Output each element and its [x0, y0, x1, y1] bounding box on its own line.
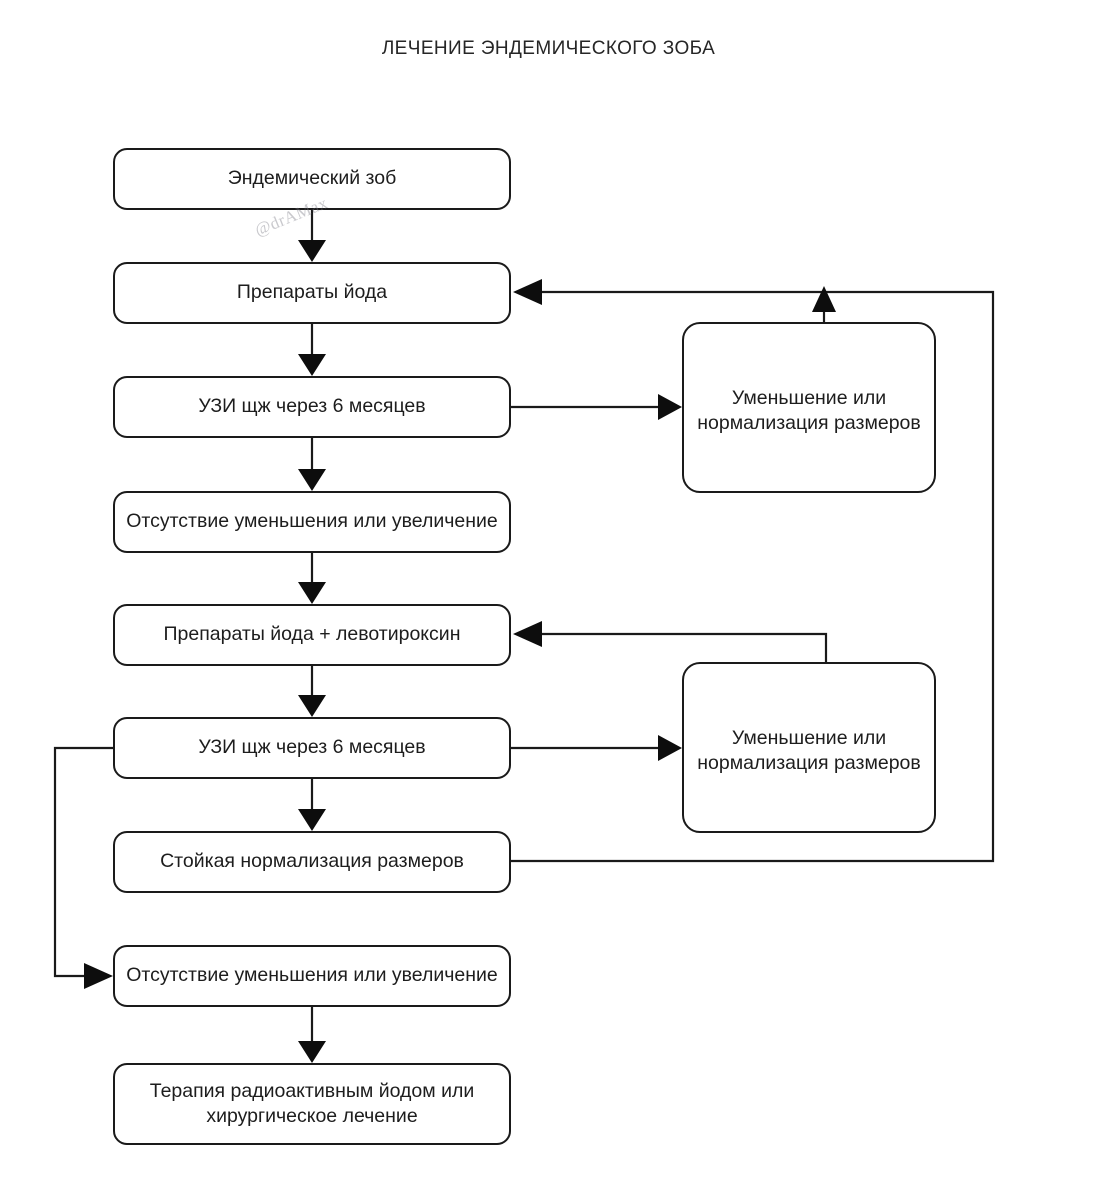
node-no-decrease-or-increase-first[interactable]: Отсутствие уменьшения или увеличение — [113, 491, 511, 553]
node-label: УЗИ щж через 6 месяцев — [198, 736, 426, 759]
node-decrease-or-normalization-first[interactable]: Уменьшение или нормализация размеров — [682, 322, 936, 493]
node-iodine-plus-levothyroxine[interactable]: Препараты йода + левотироксин — [113, 604, 511, 666]
node-no-decrease-or-increase-second[interactable]: Отсутствие уменьшения или увеличение — [113, 945, 511, 1007]
arrowhead-left-n2 — [513, 279, 542, 305]
node-label: Терапия радиоактивным йодом или хирургич… — [149, 1079, 475, 1127]
page-title: ЛЕЧЕНИЕ ЭНДЕМИЧЕСКОГО ЗОБА — [381, 38, 716, 59]
arrowhead-down-n5-n6 — [298, 695, 326, 717]
node-endemic-goiter[interactable]: Эндемический зоб — [113, 148, 511, 210]
arrowhead-up-r1 — [812, 286, 836, 312]
arrowhead-down-n8-n9 — [298, 1041, 326, 1063]
node-label: УЗИ щж через 6 месяцев — [198, 395, 426, 418]
node-label: Препараты йода + левотироксин — [163, 623, 461, 646]
arrowhead-right-r1 — [658, 394, 682, 420]
node-label: Стойкая нормализация размеров — [160, 850, 464, 873]
node-ultrasound-6-months-second[interactable]: УЗИ щж через 6 месяцев — [113, 717, 511, 779]
node-ultrasound-6-months-first[interactable]: УЗИ щж через 6 месяцев — [113, 376, 511, 438]
node-iodine-drugs[interactable]: Препараты йода — [113, 262, 511, 324]
node-label: Уменьшение или нормализация размеров — [697, 387, 921, 435]
edge-n6-n8 — [53, 746, 113, 978]
node-label: Отсутствие уменьшения или увеличение — [126, 510, 498, 533]
arrowhead-down-n2-n3 — [298, 354, 326, 376]
node-decrease-or-normalization-second[interactable]: Уменьшение или нормализация размеров — [682, 662, 936, 833]
node-radioiodine-or-surgery[interactable]: Терапия радиоактивным йодом или хирургич… — [113, 1063, 511, 1145]
arrowhead-left-n5 — [513, 621, 542, 647]
node-label: Отсутствие уменьшения или увеличение — [126, 964, 498, 987]
edge-r2-n5 — [540, 632, 828, 662]
arrowhead-down-n4-n5 — [298, 582, 326, 604]
arrowhead-right-n8 — [84, 963, 113, 989]
node-stable-normalization[interactable]: Стойкая нормализация размеров — [113, 831, 511, 893]
arrowhead-right-r2 — [658, 735, 682, 761]
arrowhead-down-n6-n7 — [298, 809, 326, 831]
arrowhead-down-n1-n2 — [298, 240, 326, 262]
node-label: Эндемический зоб — [227, 167, 397, 190]
node-label: Препараты йода — [236, 281, 388, 304]
node-label: Уменьшение или нормализация размеров — [697, 727, 921, 775]
arrowhead-down-n3-n4 — [298, 469, 326, 491]
